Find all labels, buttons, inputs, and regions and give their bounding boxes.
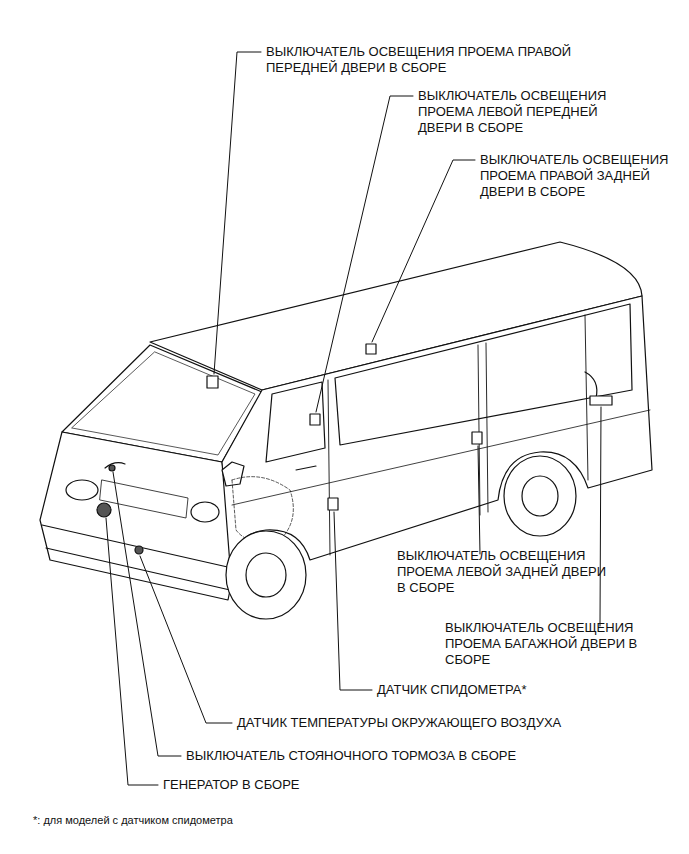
leader-line <box>113 472 181 756</box>
leader-line <box>600 407 601 626</box>
side-trim <box>232 410 650 505</box>
rear-hub <box>522 476 558 516</box>
part-label: ВЫКЛЮЧАТЕЛЬ ОСВЕЩЕНИЯ ПРОЕМА ПРАВОЙ ЗАДН… <box>480 152 680 200</box>
leader-line <box>140 556 232 723</box>
part-label: ВЫКЛЮЧАТЕЛЬ ОСВЕЩЕНИЯ ПРОЕМА ПРАВОЙ ПЕРЕ… <box>266 44 616 76</box>
leader-line <box>214 52 261 374</box>
switch-icon <box>590 396 612 405</box>
front-door-window <box>266 382 325 462</box>
leader-line <box>334 512 372 690</box>
grille <box>100 480 188 518</box>
headlight <box>66 480 98 500</box>
mirror <box>222 462 244 486</box>
front-wheel <box>226 531 306 619</box>
headlight <box>191 502 219 522</box>
part-label: ДАТЧИК ТЕМПЕРАТУРЫ ОКРУЖАЮЩЕГО ВОЗДУХА <box>237 715 637 731</box>
switch-wire <box>585 372 597 398</box>
alternator-icon <box>97 503 111 517</box>
part-label: ВЫКЛЮЧАТЕЛЬ ОСВЕЩЕНИЯ ПРОЕМА БАГАЖНОЙ ДВ… <box>445 620 667 668</box>
leader-line <box>106 518 158 785</box>
speed-sensor-icon <box>328 498 338 510</box>
front-hub <box>246 553 286 597</box>
door-handle <box>296 466 316 470</box>
leader-line <box>316 96 413 412</box>
door-line <box>328 315 588 555</box>
rear-wheel <box>504 456 576 536</box>
switch-icon <box>472 432 482 444</box>
van-side <box>222 296 652 565</box>
leader-line <box>372 160 475 342</box>
switch-icon <box>310 414 320 425</box>
part-label: ВЫКЛЮЧАТЕЛЬ ОСВЕЩЕНИЯ ПРОЕМА ЛЕВОЙ ПЕРЕД… <box>418 88 633 136</box>
temp-sensor-icon <box>135 546 143 554</box>
van-front <box>40 432 236 600</box>
brake-switch-icon <box>109 465 115 471</box>
part-label: ДАТЧИК СПИДОМЕТРА* <box>377 682 627 698</box>
switch-icon <box>207 376 218 388</box>
bumper <box>42 525 232 590</box>
leader-line <box>478 446 480 554</box>
part-label: ВЫКЛЮЧАТЕЛЬ ОСВЕЩЕНИЯ ПРОЕМА ЛЕВОЙ ЗАДНЕ… <box>397 548 607 596</box>
part-label: ВЫКЛЮЧАТЕЛЬ СТОЯНОЧНОГО ТОРМОЗА В СБОРЕ <box>186 748 606 764</box>
footnote: *: для моделей с датчиком спидометра <box>33 812 433 828</box>
switch-icon <box>366 344 376 354</box>
part-label: ГЕНЕРАТОР В СБОРЕ <box>163 777 463 793</box>
